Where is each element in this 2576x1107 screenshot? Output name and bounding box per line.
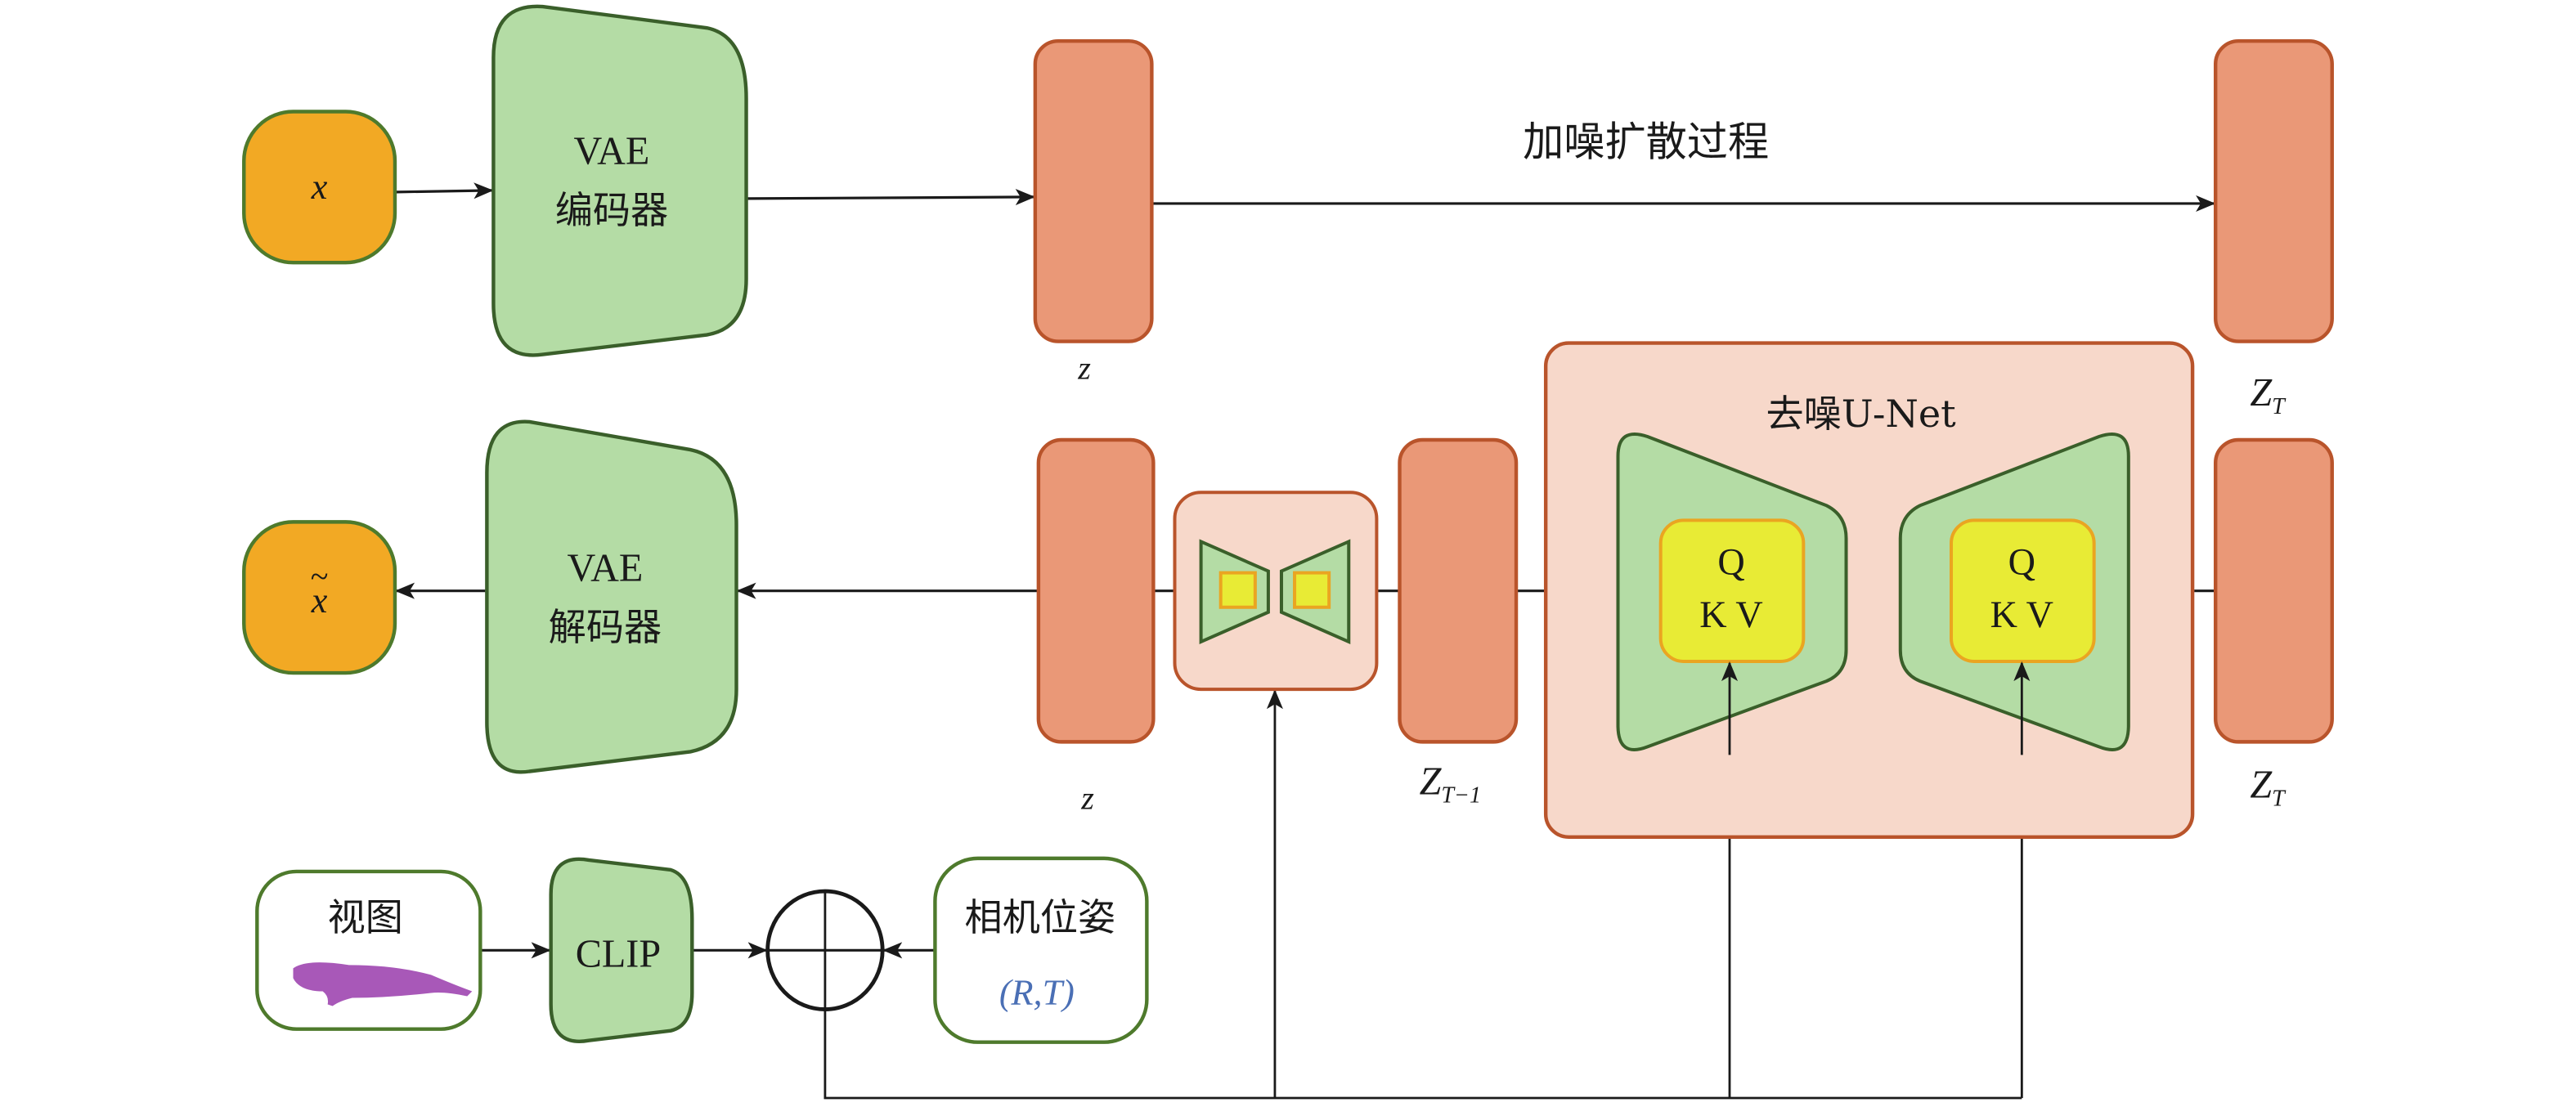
arrow-encoder-to-z — [747, 188, 1035, 206]
attn-arrow-overlays — [1721, 661, 2031, 755]
latent-z-top-label: z — [1077, 350, 1091, 387]
attn-1-kv: K V — [1699, 594, 1762, 635]
attn-block-1[interactable]: Q K V — [1658, 518, 1806, 664]
clip-encoder-node[interactable]: CLIP — [549, 857, 694, 1043]
small-unet-node[interactable] — [1173, 491, 1379, 692]
noisy-latent-zT-bottom[interactable] — [2213, 437, 2334, 744]
zT-top-label: ZT — [2250, 371, 2287, 419]
attn-2-kv: K V — [1990, 594, 2053, 635]
output-label: x — [311, 580, 328, 621]
clip-label: CLIP — [576, 932, 661, 975]
input-image-node[interactable]: x — [242, 110, 397, 265]
vae-encoder-node[interactable]: VAE 编码器 — [491, 4, 748, 357]
connectors — [394, 182, 2216, 1100]
view-thumbnail-object — [293, 962, 473, 1006]
encoder-title: VAE — [574, 130, 650, 173]
camera-pose-node[interactable]: 相机位姿 (R,T) — [933, 856, 1149, 1044]
pose-label: 相机位姿 — [965, 895, 1116, 939]
input-label: x — [311, 167, 328, 207]
zT-bottom-label: ZT — [2250, 764, 2287, 812]
latent-zT-1[interactable] — [1398, 437, 1519, 744]
condition-bus-line — [824, 1007, 2022, 1100]
unet-title: 去噪U-Net — [1766, 392, 1956, 436]
small-unet-attn-2 — [1293, 571, 1331, 609]
vae-decoder-node[interactable]: VAE 解码器 — [485, 419, 738, 774]
view-image-node[interactable]: 视图 — [255, 869, 482, 1031]
output-image-node[interactable]: ~ x — [242, 520, 397, 675]
noisy-latent-zT-top[interactable] — [2213, 38, 2334, 343]
view-label: 视图 — [328, 895, 403, 939]
attn-1-q: Q — [1717, 541, 1744, 583]
decoder-subtitle: 解码器 — [549, 605, 662, 649]
attn-2-q: Q — [2008, 541, 2035, 583]
arrow-x-to-encoder — [396, 182, 494, 199]
latent-z-bottom[interactable] — [1036, 437, 1156, 744]
concat-combine-node — [765, 889, 885, 1011]
denoising-unet-node[interactable]: 去噪U-Net Q K V Q K V — [1543, 341, 2195, 840]
zT-1-label: ZT−1 — [1420, 760, 1481, 809]
output-tilde: ~ — [311, 558, 329, 595]
attn-block-2[interactable]: Q K V — [1949, 518, 2096, 664]
diffusion-process-label: 加噪扩散过程 — [1523, 118, 1769, 166]
pose-formula: (R,T) — [999, 973, 1075, 1013]
latent-z-bottom-label: z — [1080, 780, 1094, 817]
decoder-title: VAE — [568, 547, 644, 590]
latent-z-top[interactable] — [1033, 38, 1154, 343]
small-unet-attn-1 — [1218, 571, 1257, 609]
encoder-subtitle: 编码器 — [555, 188, 668, 232]
